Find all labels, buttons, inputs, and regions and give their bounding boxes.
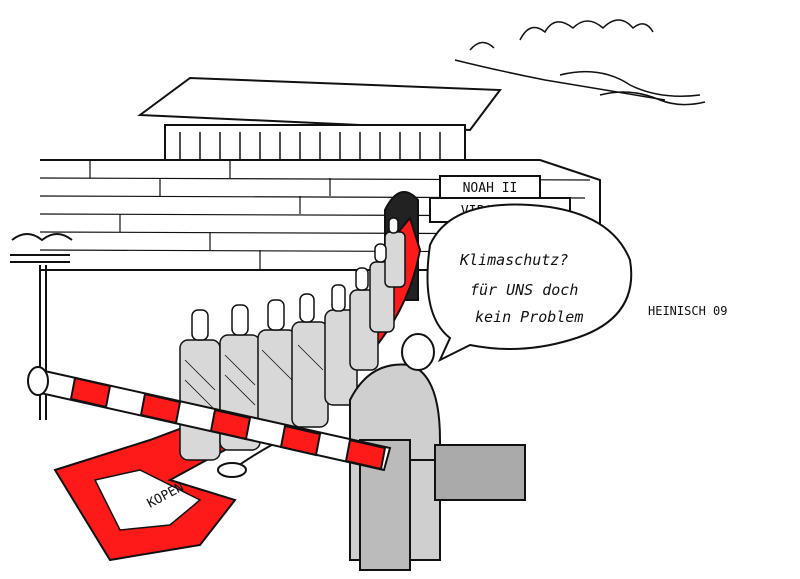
barrier-arm [27, 366, 392, 472]
artist-signature: HEINISCH 09 [648, 304, 727, 318]
speech-line-3: kein Problem [475, 308, 583, 326]
speech-bubble: Klimaschutz? für UNS doch kein Problem [426, 203, 633, 363]
speech-line-2: für UNS doch [470, 281, 578, 299]
cloud-scribbles [454, 19, 706, 106]
speech-line-1: Klimaschutz? [459, 251, 568, 269]
noah-sign-text: NOAH II [463, 181, 518, 196]
